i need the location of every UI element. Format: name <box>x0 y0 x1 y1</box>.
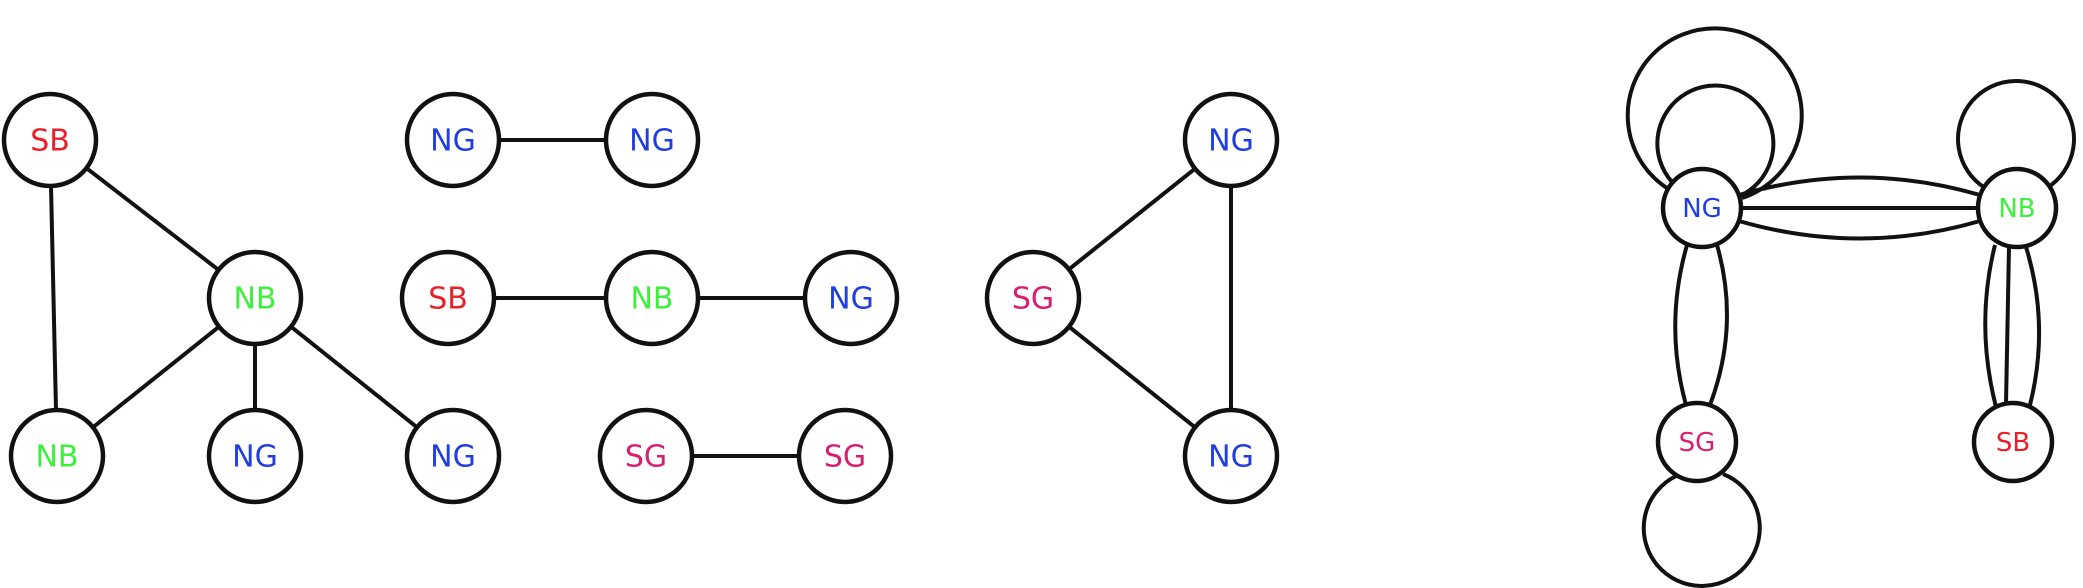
node-sb: SB <box>1 91 99 189</box>
edge-q1-q3-2 <box>1708 244 1729 406</box>
node-nb: NB <box>206 249 304 347</box>
node-circle <box>8 407 106 505</box>
edge-q2-q4-2 <box>1983 244 1998 408</box>
node-nb: NB <box>1975 166 2059 250</box>
edge-d2-d3 <box>1067 325 1197 429</box>
node-sb: SB <box>399 249 497 347</box>
edge-t2-t3 <box>91 325 221 429</box>
edge-t1-t2 <box>85 166 220 272</box>
edge-q2-q4-1 <box>2004 245 2011 405</box>
node-label: NB <box>630 282 673 317</box>
node-ng: NG <box>603 91 701 189</box>
node-circle <box>1 91 99 189</box>
edge-q1-q2-3 <box>1738 219 1981 241</box>
node-circle <box>1971 400 2055 484</box>
self-loop-q3-4 <box>1641 472 1762 588</box>
node-label: SG <box>1012 282 1054 317</box>
node-sg: SG <box>597 407 695 505</box>
node-circle <box>597 407 695 505</box>
node-nb: NB <box>603 249 701 347</box>
node-nb: NB <box>8 407 106 505</box>
node-label: NB <box>1998 194 2035 224</box>
node-label: SB <box>428 282 468 317</box>
node-label: SG <box>1679 428 1716 458</box>
node-circle <box>399 249 497 347</box>
self-loop-q1-2 <box>1625 26 1804 200</box>
node-ng: NG <box>206 407 304 505</box>
node-circle <box>796 407 894 505</box>
node-circle <box>206 249 304 347</box>
node-sg: SG <box>984 249 1082 347</box>
node-ng: NG <box>404 91 502 189</box>
node-label: SB <box>1996 428 2030 458</box>
node-label: SB <box>30 124 70 159</box>
node-label: NG <box>629 124 675 159</box>
node-sb: SB <box>1971 400 2055 484</box>
node-circle <box>1975 166 2059 250</box>
edge-t1-t3 <box>49 185 58 411</box>
edge-t2-t5 <box>289 325 419 429</box>
node-sg: SG <box>796 407 894 505</box>
node-circle <box>206 407 304 505</box>
node-ng: NG <box>404 407 502 505</box>
edge-q1-q2-2 <box>1738 175 1981 197</box>
node-label: NG <box>232 440 278 475</box>
node-label: SG <box>625 440 667 475</box>
node-label: NG <box>430 440 476 475</box>
node-label: NG <box>828 282 874 317</box>
node-circle <box>1660 166 1744 250</box>
node-ng: NG <box>1660 166 1744 250</box>
node-layer: SB NB NB NG NG NG NG SB NB NG SG SG NG SG NG NG NB SG SB <box>1 91 2059 505</box>
self-loop-q2-3 <box>1956 78 2076 190</box>
node-label: NG <box>430 124 476 159</box>
node-label: NB <box>233 282 276 317</box>
node-label: SG <box>824 440 866 475</box>
node-circle <box>802 249 900 347</box>
node-label: NG <box>1208 440 1254 475</box>
node-ng: NG <box>1182 407 1280 505</box>
node-circle <box>603 91 701 189</box>
edge-q1-q3-1 <box>1673 244 1689 406</box>
node-sg: SG <box>1655 400 1739 484</box>
self-loop-q1-1 <box>1655 83 1776 198</box>
node-label: NG <box>1682 194 1722 224</box>
node-circle <box>1182 91 1280 189</box>
edge-q2-q4-3 <box>2024 246 2042 406</box>
node-ng: NG <box>1182 91 1280 189</box>
edge-layer <box>49 26 2076 588</box>
node-label: NG <box>1208 124 1254 159</box>
node-label: NB <box>35 440 78 475</box>
edge-d1-d2 <box>1067 167 1197 271</box>
node-circle <box>404 91 502 189</box>
node-circle <box>404 407 502 505</box>
node-ng: NG <box>802 249 900 347</box>
node-circle <box>984 249 1082 347</box>
node-circle <box>1182 407 1280 505</box>
node-circle <box>1655 400 1739 484</box>
node-circle <box>603 249 701 347</box>
